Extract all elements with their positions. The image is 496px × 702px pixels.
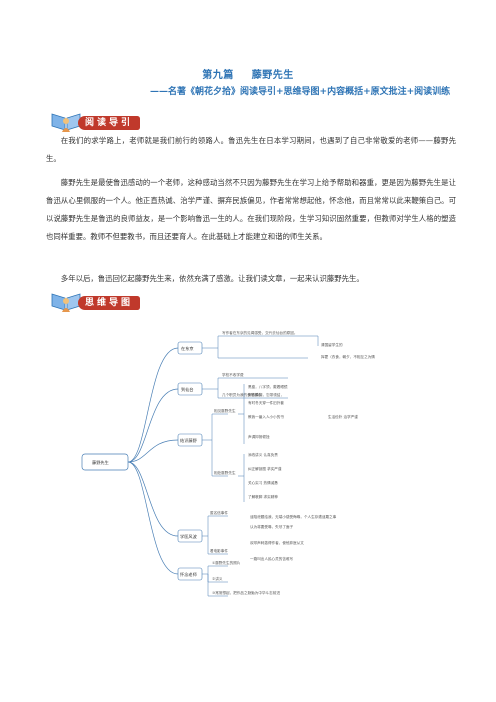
mindmap-note: 诬陷泄题给我，无端小感受侮辱，个人生存遭诬蔑之事 bbox=[250, 514, 337, 519]
mindmap-note: 穿衣模糊，忘带领结， bbox=[248, 392, 284, 397]
svg-text:结识藤野: 结识藤野 bbox=[180, 437, 198, 444]
mindmap-branch-4: 学医风波 匿名信事件 看电影事件 诬陷泄题给我，无端小感受侮辱，个人生存遭诬蔑之… bbox=[177, 510, 337, 561]
mindmap-item: ③常常想起，把作品之勤勉为中华斗志前进 bbox=[212, 590, 280, 595]
page-subtitle: ——名著《朝花夕拾》阅读导引+思维导图+内容概括+原文批注+阅读训练 bbox=[150, 87, 451, 97]
mindmap-item: ①藤野先生的照片 bbox=[212, 560, 241, 565]
mindmap-item: 相处藤野先生 bbox=[214, 470, 236, 475]
intro-paragraph-3: 多年以后，鲁迅回忆起藤野先生来，依然充满了感激。让我们读文章，一起来认识藤野先生… bbox=[60, 274, 364, 283]
mindmap-note: 黑瘦，八字须，戴着眼镜 bbox=[248, 384, 288, 389]
mindmap-root-label: 藤野先生 bbox=[92, 459, 109, 466]
section-banner: 阅读导引 bbox=[78, 116, 140, 130]
mind-map: 藤野先生 在东京 写作者在东京的见闻感受，交代去仙台的原因。 清国留学生的 挥霍… bbox=[81, 330, 375, 597]
intro-paragraph-2: 藤野先生是最使鲁迅感动的一个老师，这种感动当然不只因为藤野先生在学习上给予帮助和… bbox=[46, 178, 456, 241]
mindmap-note: 关心实习 热情诚恳 bbox=[248, 480, 278, 485]
mindmap-branch-1: 在东京 写作者在东京的见闻感受，交代去仙台的原因。 清国留学生的 挥霍（衣食，朝… bbox=[177, 330, 375, 359]
mindmap-note: 有时冬天穿一件旧外套 bbox=[248, 400, 284, 405]
section-label: 思维导图 bbox=[84, 298, 133, 308]
mindmap-item: 几个职员为我的食宿操心 bbox=[222, 392, 262, 397]
mindmap-branch-3: 结识藤野 相见藤野先生 相处藤野先生 黑瘦，八字须，戴着眼镜 穿衣模糊，忘带领结… bbox=[177, 384, 358, 502]
section-banner: 思维导图 bbox=[78, 296, 140, 310]
intro-paragraph-1: 在我们的求学路上，老师就是我们前行的领路人。鲁迅先生在日本学习期间，也遇到了自己… bbox=[46, 136, 456, 163]
mindmap-note: 教我一番入人小小的书 bbox=[248, 414, 284, 419]
svg-text:怀念老师: 怀念老师 bbox=[180, 571, 197, 578]
mindmap-item: 写作者在东京的见闻感受，交代去仙台的原因。 bbox=[222, 330, 297, 335]
mindmap-item: 看电影事件 bbox=[210, 548, 228, 553]
mindmap-note: 了解裹脚 求实精神 bbox=[248, 494, 278, 499]
chapter-title: 藤野先生 bbox=[251, 70, 294, 81]
mindmap-branch-lines bbox=[127, 347, 179, 575]
mindmap-note: 欢呼声刺激得作者，使他弃医从文 bbox=[250, 540, 304, 545]
svg-text:到仙台: 到仙台 bbox=[181, 386, 194, 393]
mindmap-branch-5: 怀念老师 ①藤野先生的照片 ②讲义 ③常常想起，把作品之勤勉为中华斗志前进 bbox=[177, 560, 280, 597]
section-header-reading-guide: 阅读导引 bbox=[50, 110, 180, 136]
mindmap-note: 清国留学生的 bbox=[321, 342, 343, 347]
svg-text:在东京: 在东京 bbox=[181, 345, 194, 352]
mindmap-item: 相见藤野先生 bbox=[214, 408, 236, 413]
mindmap-note: 认为将要受辱，失尽了面子 bbox=[250, 524, 294, 529]
page-title: 第九篇 藤野先生 bbox=[0, 66, 496, 81]
mindmap-item: 匿名信事件 bbox=[210, 510, 228, 515]
book-icon bbox=[51, 293, 81, 312]
mindmap-note: 一路叫出人民心灵的苦难写 bbox=[250, 556, 294, 561]
svg-text:学医风波: 学医风波 bbox=[180, 533, 198, 540]
mindmap-note: 纠正解剖图 求实严谨 bbox=[248, 466, 282, 471]
mindmap-note: 添改讲义 认真负责 bbox=[248, 452, 278, 457]
mindmap-note: 挥霍（衣食，朝夕，不相互之为情 bbox=[321, 354, 375, 359]
section-label: 阅读导引 bbox=[84, 118, 133, 128]
chapter-label: 第九篇 bbox=[202, 70, 234, 81]
mindmap-note: 生活俭朴 治学严谨 bbox=[328, 414, 358, 419]
section-header-mindmap: 思维导图 bbox=[50, 290, 180, 316]
mindmap-note: 声调抑扬顿挫 bbox=[248, 434, 270, 439]
mindmap-branch-2: 到仙台 学校不收学费 几个职员为我的食宿操心 bbox=[177, 372, 288, 399]
mindmap-item: ②讲义 bbox=[212, 576, 223, 581]
mindmap-item: 学校不收学费 bbox=[222, 372, 244, 377]
